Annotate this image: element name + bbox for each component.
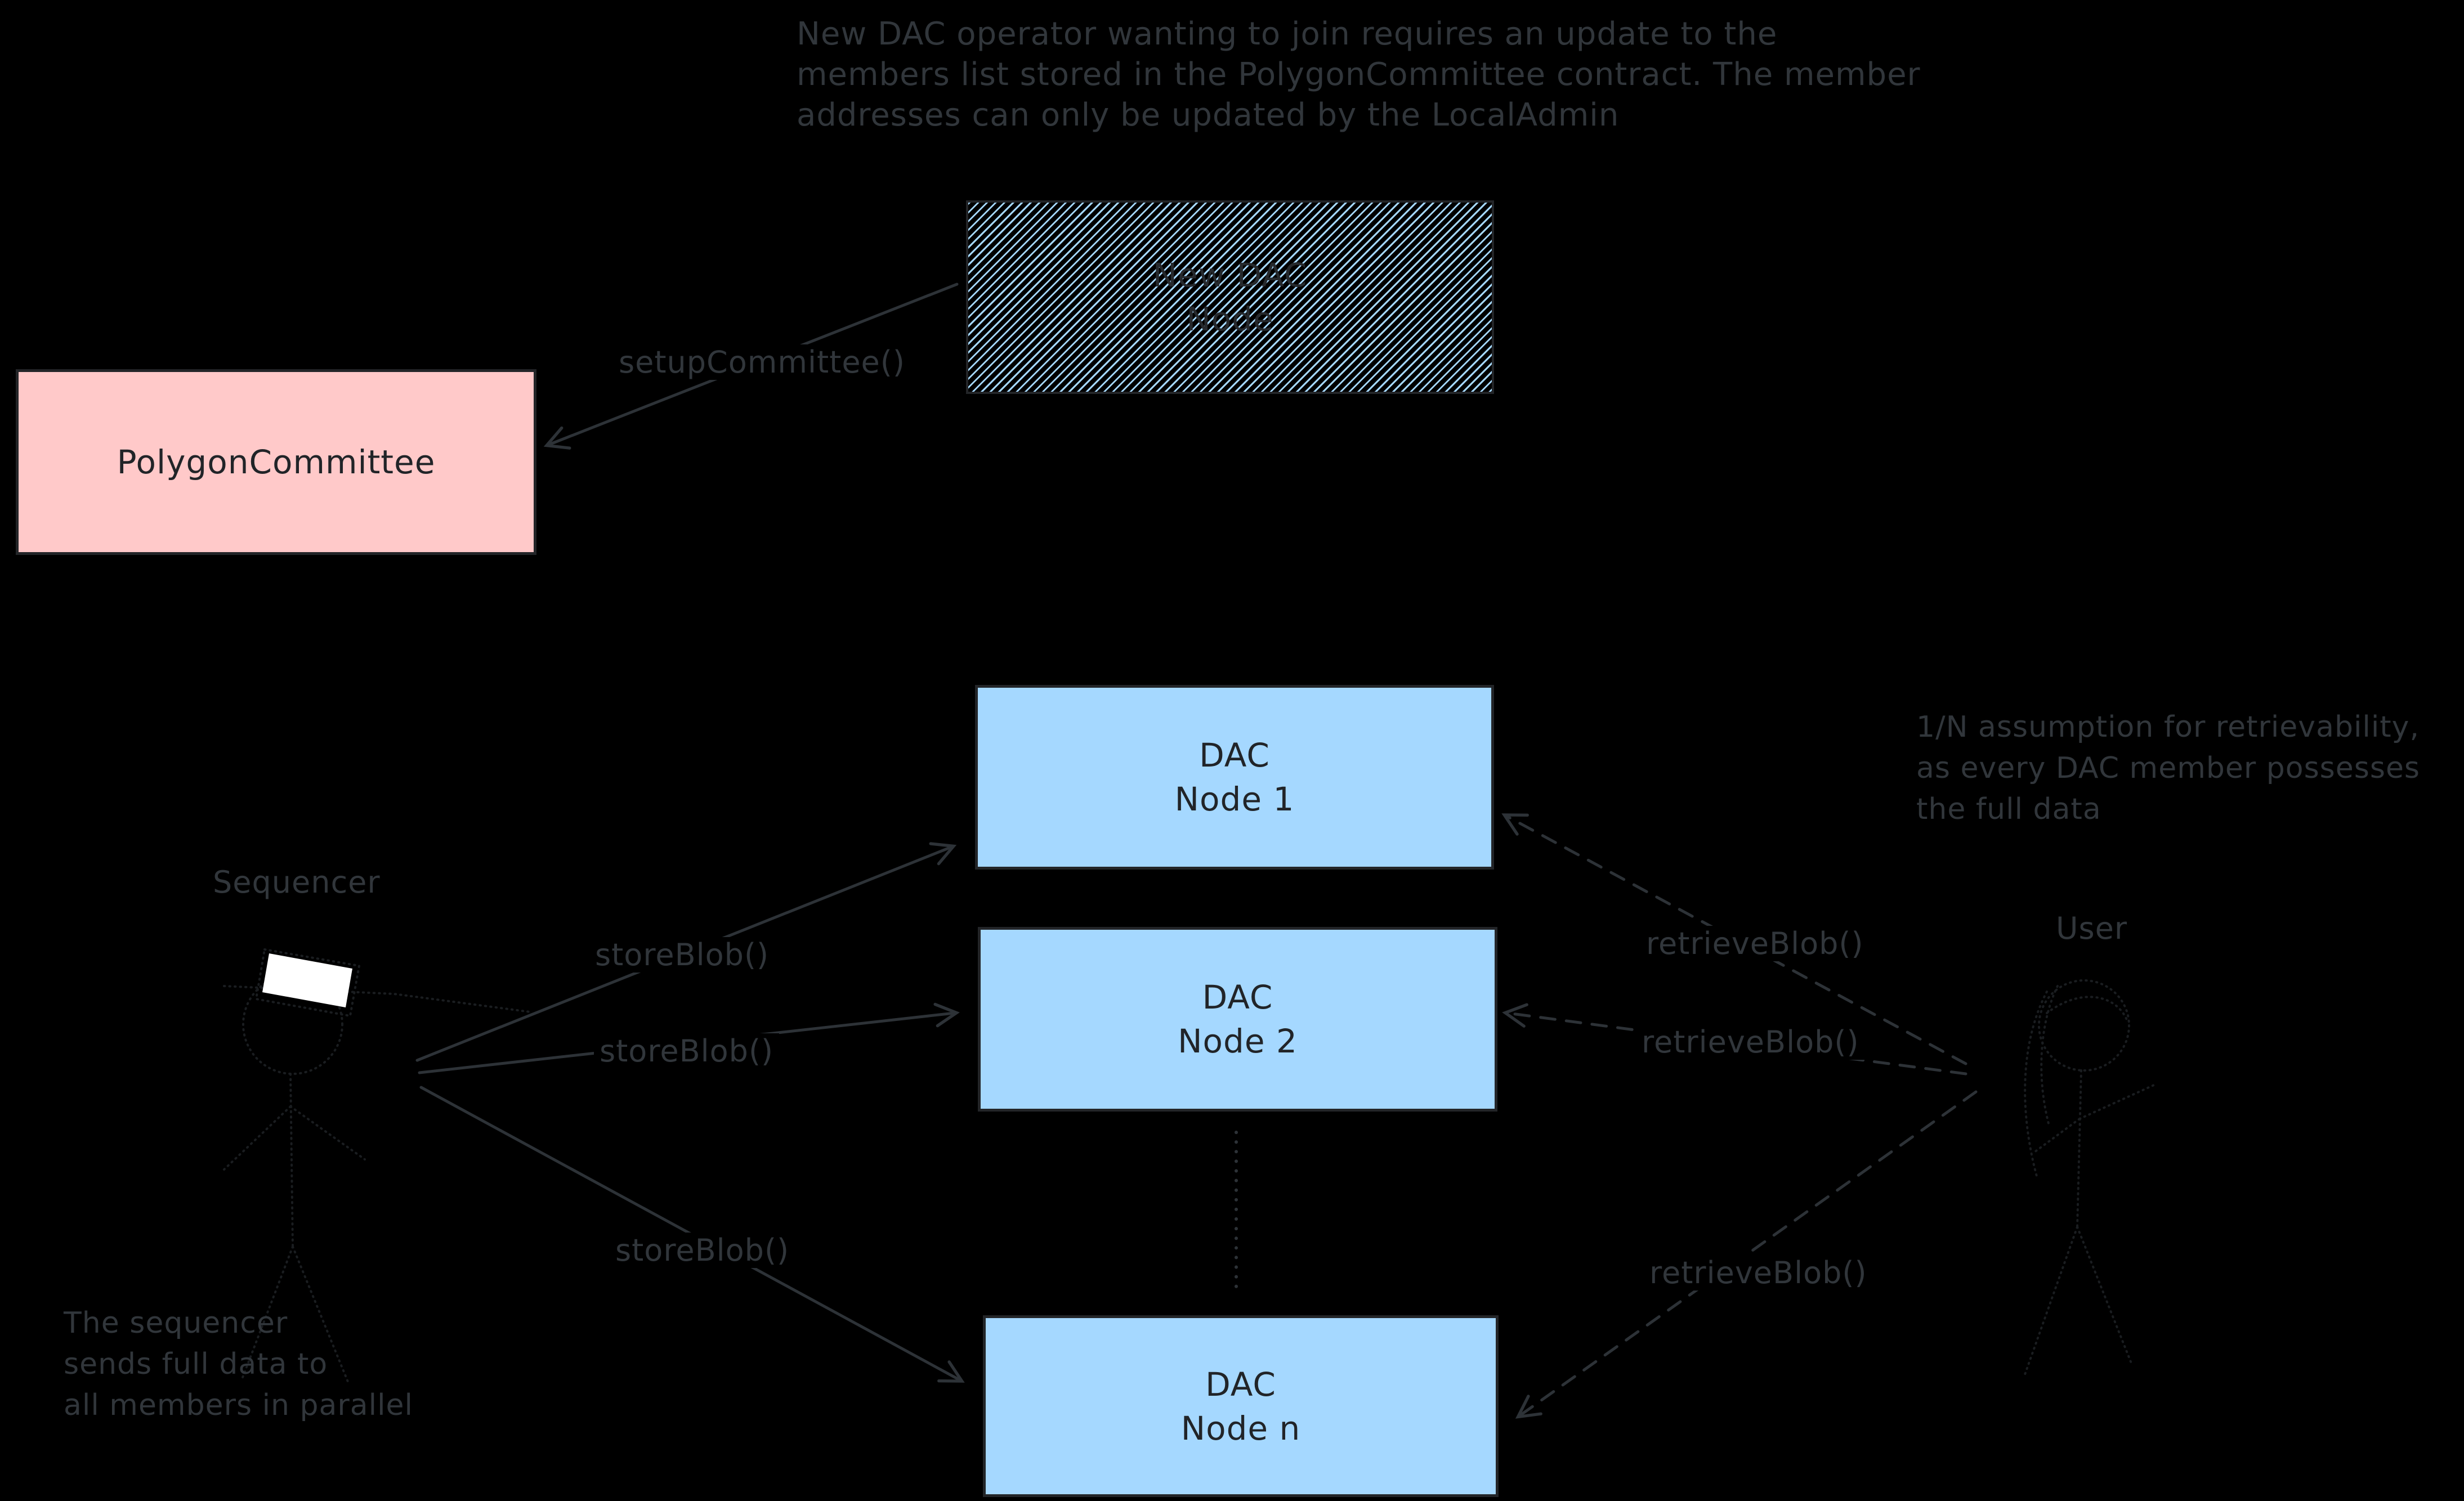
sequencer-leg-left [241,1245,294,1380]
user-body [2076,1069,2082,1228]
arrow-retrieve-blob-node-n [1515,1090,1978,1419]
user-arm-right [2078,1084,2155,1120]
sequencer-head [242,974,343,1075]
user-leg-left [2024,1226,2078,1375]
box-new-dac-node-label-line1: New DAC [1152,256,1308,294]
box-dac-node-2-label-line1: DAC [1202,978,1273,1016]
note-retrievability: 1/N assumption for retrievability, as ev… [1916,707,2420,830]
label-setup-committee: setupCommittee() [613,344,911,380]
note-new-dac-operator-line1: New DAC operator wanting to join require… [797,16,1778,52]
sequencer-laptop-outline [254,948,361,1018]
box-dac-node-n: DAC Node n [983,1315,1499,1497]
note-new-dac-operator-line2: members list stored in the PolygonCommit… [797,56,1921,93]
note-parallel-send-line2: sends full data to [64,1347,328,1381]
note-parallel-send-line3: all members in parallel [64,1388,413,1422]
box-dac-node-n-label-line2: Node n [1180,1409,1301,1448]
label-user: User [2050,911,2134,946]
note-parallel-send: The sequencer sends full data to all mem… [64,1303,413,1426]
box-dac-node-2: DAC Node 2 [978,927,1497,1112]
box-new-dac-node-label-line2: Node [1186,300,1274,338]
user-hair-inner [2040,985,2059,1127]
label-retrieve-blob-3: retrieveBlob() [1644,1255,1873,1291]
box-new-dac-node: New DAC Node [966,200,1494,394]
label-store-blob-3: storeBlob() [610,1233,795,1268]
note-new-dac-operator: New DAC operator wanting to join require… [797,14,1921,136]
user-arm-left [2031,1118,2081,1155]
sequencer-body [289,1073,294,1248]
box-dac-node-n-label-line1: DAC [1205,1365,1276,1404]
box-polygon-committee: PolygonCommittee [16,369,536,555]
sequencer-arm-left [223,1105,292,1171]
note-retrievability-line3: the full data [1916,792,2101,826]
box-polygon-committee-label: PolygonCommittee [117,443,436,481]
user-leg-right [2076,1226,2132,1364]
note-retrievability-line2: as every DAC member possesses [1916,751,2421,785]
user-person-icon [2024,979,2155,1375]
sequencer-person-icon [223,948,531,1383]
box-dac-node-1-label-line2: Node 1 [1174,780,1295,818]
user-hair-side [2024,991,2048,1177]
note-new-dac-operator-line3: addresses can only be updated by the Loc… [797,97,1620,133]
box-dac-node-1: DAC Node 1 [975,685,1494,870]
arrow-retrieve-blob-node-2 [1502,1003,1967,1076]
user-head [2038,979,2130,1072]
label-store-blob-1: storeBlob() [589,937,775,973]
user-hair-top [2046,996,2128,1021]
label-store-blob-2: storeBlob() [594,1033,780,1069]
label-retrieve-blob-2: retrieveBlob() [1636,1024,1865,1060]
box-dac-node-1-label-line1: DAC [1199,736,1270,774]
label-sequencer: Sequencer [207,864,386,900]
note-retrievability-line1: 1/N assumption for retrievability, [1916,710,2420,744]
sequencer-stick-line [223,985,531,1013]
box-dac-node-2-label-line2: Node 2 [1178,1022,1298,1060]
sequencer-white-rectangle [262,953,352,1007]
label-retrieve-blob-1: retrieveBlob() [1640,926,1870,961]
note-parallel-send-line1: The sequencer [64,1306,288,1340]
sequencer-arm-right [289,1105,366,1161]
